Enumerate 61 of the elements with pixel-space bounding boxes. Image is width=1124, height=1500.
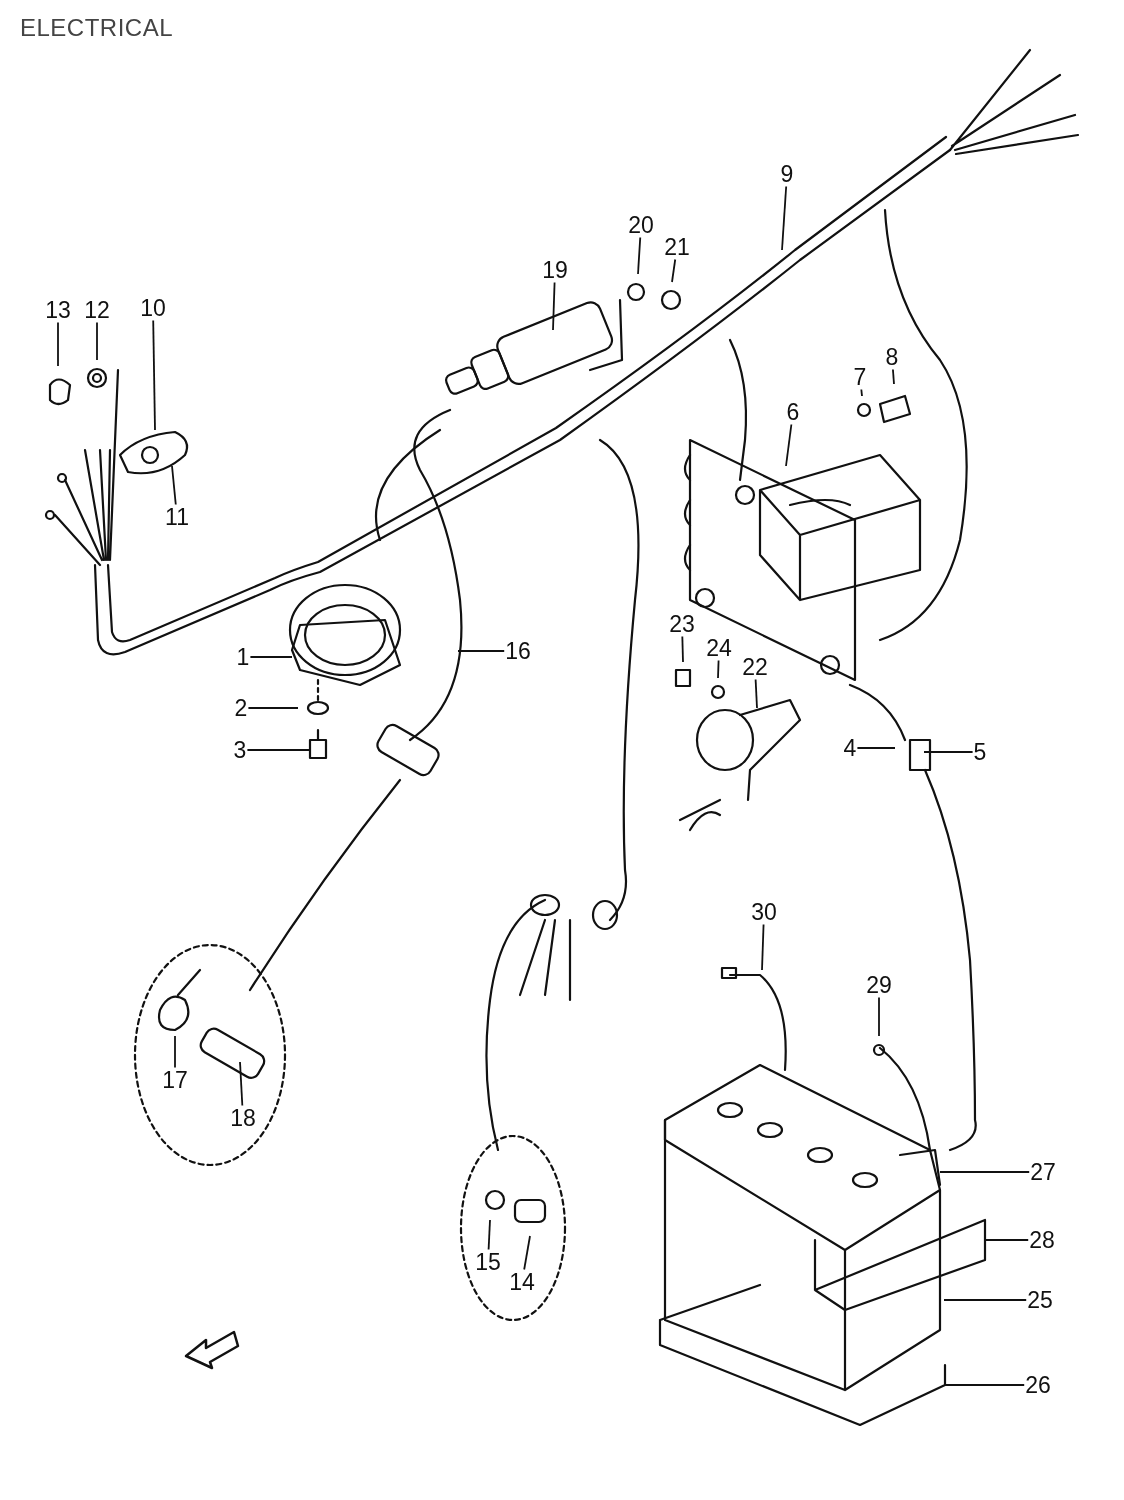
title: ELECTRICAL bbox=[20, 14, 174, 42]
callout-number: 3 bbox=[232, 737, 248, 763]
leader-line bbox=[943, 1384, 1026, 1386]
leader-line bbox=[856, 747, 896, 749]
leader-line bbox=[671, 258, 677, 283]
callout-number: 6 bbox=[785, 399, 801, 425]
callout-number: 27 bbox=[1029, 1159, 1057, 1185]
callout-number: 2 bbox=[233, 695, 249, 721]
leader-line bbox=[247, 707, 299, 709]
leader-line bbox=[878, 996, 880, 1037]
callout-number: 29 bbox=[865, 972, 893, 998]
callout-number: 5 bbox=[972, 739, 988, 765]
callout-number: 15 bbox=[474, 1249, 502, 1275]
callout-number: 26 bbox=[1024, 1372, 1052, 1398]
leader-line bbox=[249, 656, 293, 658]
leader-line bbox=[171, 465, 177, 506]
callout-number: 14 bbox=[508, 1269, 536, 1295]
leader-line bbox=[552, 281, 556, 331]
leader-line bbox=[785, 423, 793, 467]
leader-line bbox=[174, 1035, 176, 1069]
leader-line bbox=[860, 388, 863, 397]
callout-number: 21 bbox=[663, 234, 691, 260]
leader-line bbox=[923, 751, 974, 753]
callout-number: 9 bbox=[779, 161, 795, 187]
callout-number: 20 bbox=[627, 212, 655, 238]
callout-number: 24 bbox=[705, 635, 733, 661]
leader-line bbox=[754, 678, 758, 709]
leader-line bbox=[239, 1061, 244, 1107]
leader-line bbox=[939, 1171, 1031, 1173]
callout-number: 19 bbox=[541, 257, 569, 283]
callout-number: 16 bbox=[504, 638, 532, 664]
leader-line bbox=[457, 650, 506, 652]
callout-number: 8 bbox=[884, 344, 900, 370]
leader-line bbox=[681, 635, 684, 663]
callout-number: 13 bbox=[44, 297, 72, 323]
leader-line bbox=[523, 1235, 531, 1271]
callout-number: 7 bbox=[852, 364, 868, 390]
callout-number: 22 bbox=[741, 654, 769, 680]
callout-number: 18 bbox=[229, 1105, 257, 1131]
callout-number: 30 bbox=[750, 899, 778, 925]
callout-number: 25 bbox=[1026, 1287, 1054, 1313]
leader-line bbox=[96, 321, 98, 361]
leader-line bbox=[781, 185, 788, 251]
callout-number: 4 bbox=[842, 735, 858, 761]
leader-line bbox=[892, 368, 895, 385]
leader-line bbox=[943, 1299, 1028, 1301]
leader-line bbox=[152, 319, 156, 431]
callout-number: 23 bbox=[668, 611, 696, 637]
leader-line bbox=[717, 659, 720, 679]
callout-number: 17 bbox=[161, 1067, 189, 1093]
callout-number: 28 bbox=[1028, 1227, 1056, 1253]
callout-number: 10 bbox=[139, 295, 167, 321]
leader-line bbox=[761, 923, 765, 971]
callout-number: 1 bbox=[235, 644, 251, 670]
leader-line bbox=[487, 1219, 491, 1251]
callout-number: 12 bbox=[83, 297, 111, 323]
leader-line bbox=[985, 1239, 1030, 1241]
callout-number: 11 bbox=[164, 504, 190, 530]
leader-line bbox=[57, 321, 59, 367]
leader-line bbox=[246, 749, 311, 751]
leader-line bbox=[637, 236, 642, 275]
